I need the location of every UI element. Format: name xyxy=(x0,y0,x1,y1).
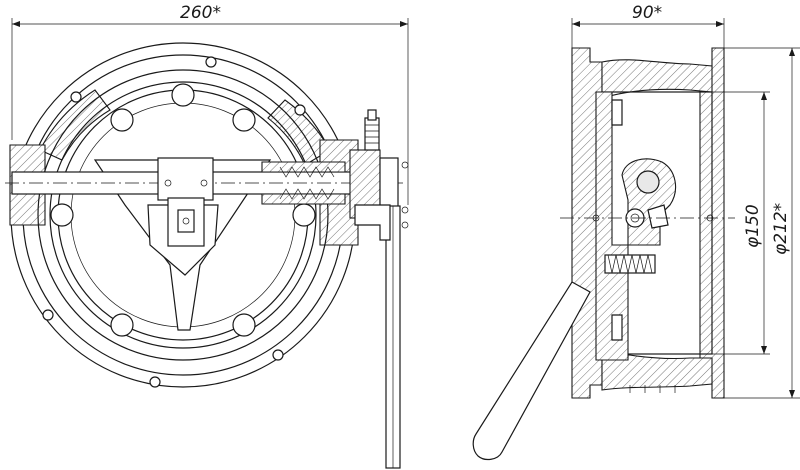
flange-hole xyxy=(70,91,82,103)
stud xyxy=(364,117,380,151)
side-view xyxy=(472,47,735,461)
side-body-bottom xyxy=(601,349,713,391)
flange-hole xyxy=(42,309,54,321)
dim-overall-width: 260* xyxy=(11,3,409,205)
fitting-bolt xyxy=(401,221,409,229)
bottom-fasteners xyxy=(629,385,676,393)
seat-ring xyxy=(49,81,317,349)
fitting-detail xyxy=(354,204,391,241)
dim-flange-diameter: φ212* xyxy=(724,47,800,399)
block-bolt xyxy=(164,179,172,187)
hinge-pin-large xyxy=(636,170,660,194)
flange-hole xyxy=(272,349,284,361)
body-ring xyxy=(37,69,329,361)
flange-hole xyxy=(149,376,161,388)
bolt-holes xyxy=(50,83,316,337)
dim-body-length-label: 90* xyxy=(632,3,662,23)
lever-block xyxy=(157,157,214,201)
spring xyxy=(279,166,335,200)
bolt-hole xyxy=(232,108,256,132)
clamp-slot xyxy=(177,209,195,233)
front-view xyxy=(5,42,409,469)
dim-overall-width-label: 260* xyxy=(180,3,221,23)
bolt-hole xyxy=(171,83,195,107)
side-boss-top xyxy=(611,99,623,126)
bolt-hole xyxy=(50,203,74,227)
side-spring-coil xyxy=(607,254,653,274)
side-boss-bottom xyxy=(611,314,623,341)
stop-tab xyxy=(647,204,669,229)
bolt-hole xyxy=(110,313,134,337)
flange-holes xyxy=(42,56,306,388)
fitting-cap xyxy=(379,157,399,211)
bolt-hole xyxy=(232,313,256,337)
bolt-hole xyxy=(292,203,316,227)
side-lever xyxy=(472,281,591,461)
spring-housing-lower xyxy=(261,193,346,205)
clamp-bolt xyxy=(182,217,190,225)
flange-hole xyxy=(205,56,217,68)
dim-bore-diameter-label: φ150 xyxy=(743,204,763,248)
dim-flange-diameter-label: φ212* xyxy=(771,203,791,255)
fitting-bolt xyxy=(401,161,409,169)
stud-top xyxy=(367,109,377,121)
block-bolt xyxy=(200,179,208,187)
fitting-bolt xyxy=(401,206,409,214)
flange-hole xyxy=(294,104,306,116)
spring-housing xyxy=(261,161,346,173)
bolt-hole xyxy=(110,108,134,132)
dim-bore-diameter: φ150 xyxy=(712,91,770,355)
stud-thread xyxy=(365,124,379,144)
dim-body-length: 90* xyxy=(571,3,725,48)
